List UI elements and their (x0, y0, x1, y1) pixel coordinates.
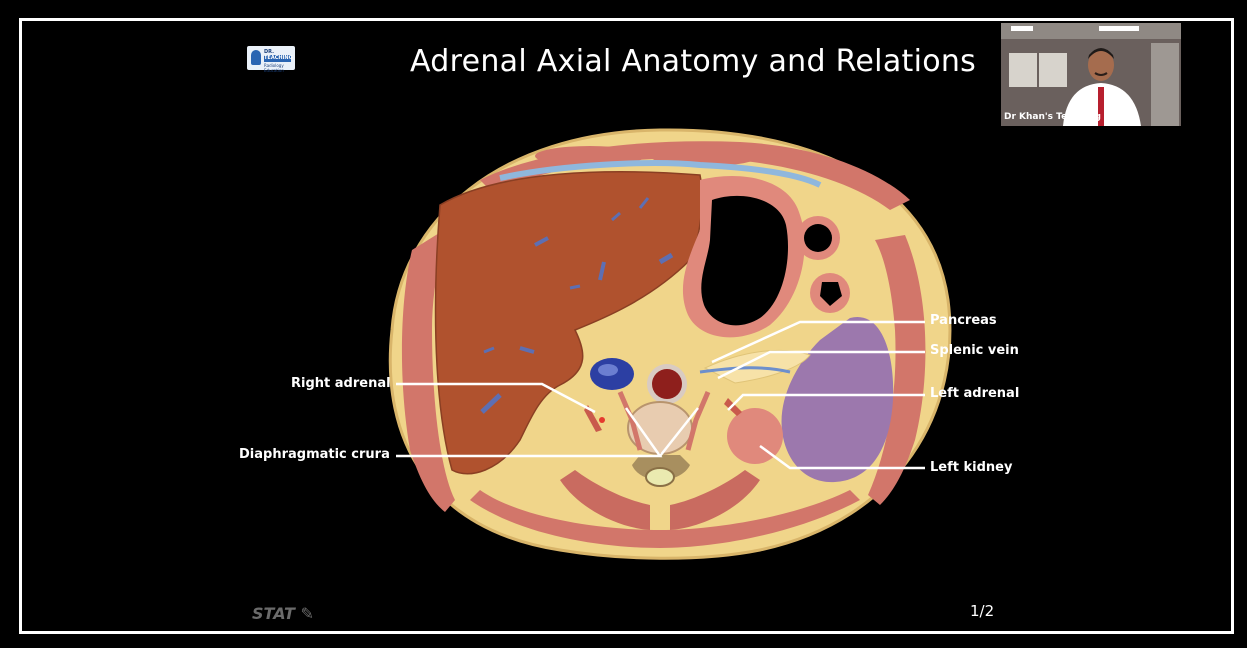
label-diaphragmatic-crura: Diaphragmatic crura (239, 447, 390, 462)
label-left-adrenal: Left adrenal (930, 386, 1019, 401)
footer-brand: STAT ✎ (252, 604, 314, 623)
page-indicator: 1/2 (970, 602, 994, 620)
label-splenic-vein: Splenic vein (930, 343, 1019, 358)
label-pancreas: Pancreas (930, 313, 997, 328)
pencil-icon: ✎ (301, 604, 314, 623)
label-left-kidney: Left kidney (930, 460, 1012, 475)
label-right-adrenal: Right adrenal (291, 376, 391, 391)
